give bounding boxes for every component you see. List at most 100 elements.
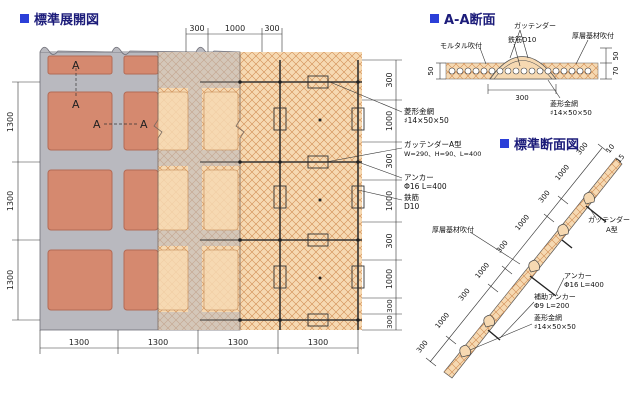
callout-anchor-spec: Φ16 L=400 <box>404 182 447 191</box>
right-dim-label: 1000 <box>385 191 394 211</box>
plan-callouts: 菱形金網 ♯14×50×50 ガッテンダーA型 W=290、H=90、L=400… <box>404 106 481 211</box>
rebar-grid-left <box>200 81 240 321</box>
frame-over-mesh <box>158 52 240 330</box>
right-dim-label: 300 <box>386 315 394 328</box>
aa-labels: ガッテンダー 鉄筋D10 モルタル吹付 厚層基材吹付 菱形金網 ♯14×50×5… <box>427 21 620 117</box>
right-dim-label: 300 <box>385 233 394 248</box>
plan-heading: 標準展開図 <box>20 9 99 28</box>
a-label-right: A <box>140 118 148 131</box>
panel <box>123 169 159 231</box>
aa-right-dim-top: 50 <box>612 52 620 61</box>
top-dimension <box>185 28 283 52</box>
std-anchor-spec: Φ16 L=400 <box>564 281 604 289</box>
slope-leaders <box>469 205 597 351</box>
right-dim-label: 1000 <box>385 269 394 289</box>
callout-mesh-spec: ♯14×50×50 <box>404 116 449 125</box>
std-mesh-spec: ♯14×50×50 <box>534 323 576 331</box>
std-dim: 300 <box>495 239 510 254</box>
top-dim-label: 300 <box>264 24 279 33</box>
right-dim-label: 1000 <box>385 111 394 131</box>
top-dim-label: 300 <box>189 24 204 33</box>
plan-leaders <box>325 81 403 201</box>
right-dimension <box>362 59 402 331</box>
break-line <box>235 52 245 330</box>
bottom-dim-label: 1300 <box>69 338 89 347</box>
a-label-left: A <box>93 118 101 131</box>
slope-dim-line <box>425 143 609 367</box>
std-mesh-label: 菱形金網 <box>534 313 562 322</box>
aa-thick-label: 厚層基材吹付 <box>572 31 614 40</box>
aa-leaders <box>479 29 589 99</box>
plan-view: A A A A 300 1000 300 130 <box>6 24 403 354</box>
rebar-grid <box>240 60 362 330</box>
std-gutter-label: ガッテンダー <box>588 215 630 224</box>
heading-square-icon <box>500 139 509 148</box>
a-label-top: A <box>72 59 80 72</box>
slope-anchors <box>487 205 607 341</box>
std-dim: 1000 <box>514 213 531 232</box>
panels-mesh <box>157 91 239 311</box>
aa-gutter-label: ガッテンダー <box>514 21 556 30</box>
right-dim-label: 300 <box>385 72 394 87</box>
panels <box>47 55 159 311</box>
std-dim: 1000 <box>554 163 571 182</box>
callout-mesh: 菱形金網 <box>404 106 434 116</box>
right-dim-label: 300 <box>385 153 394 168</box>
section-heading: 標準断面図 <box>500 134 579 153</box>
std-dim: 1000 <box>434 311 451 330</box>
aa-rebar-label: 鉄筋D10 <box>508 35 536 44</box>
callout-rebar-spec: D10 <box>404 202 420 211</box>
left-dimension <box>12 81 40 321</box>
callout-anchor: アンカー <box>404 173 434 182</box>
bottom-dim-label: 1300 <box>228 338 248 347</box>
std-dim: 300 <box>575 141 590 156</box>
panel <box>123 55 159 75</box>
a-label-upper: A <box>72 98 80 111</box>
panel <box>47 91 113 151</box>
heading-square-icon <box>430 14 439 23</box>
std-dim: 300 <box>457 287 472 302</box>
callout-rebar: 鉄筋 <box>404 192 419 202</box>
std-section-view <box>425 143 623 379</box>
section-heading-text: 標準断面図 <box>514 138 580 153</box>
panel <box>47 169 113 231</box>
aa-heading-text: A-A断面 <box>444 13 496 28</box>
bottom-dim-label: 1300 <box>148 338 168 347</box>
left-dim-label: 1300 <box>6 191 15 211</box>
std-top-dim-b: 15 <box>615 153 627 165</box>
std-top-dim-a: 10 <box>605 143 617 155</box>
anchor-dots <box>238 80 360 322</box>
callout-gutter: ガッテンダーA型 <box>404 139 462 149</box>
right-dim-label: 300 <box>386 299 394 312</box>
std-dim: 300 <box>415 339 430 354</box>
aa-heading: A-A断面 <box>430 9 496 28</box>
std-thick-label: 厚層基材吹付 <box>432 225 474 234</box>
aa-dims <box>436 47 612 94</box>
aa-width-dim: 300 <box>515 94 528 102</box>
std-dim: 1000 <box>474 261 491 280</box>
aa-right-dim-bottom: 70 <box>612 67 620 76</box>
left-dim-label: 1300 <box>6 112 15 132</box>
plan-top-wave <box>39 46 241 55</box>
std-labels: 厚層基材吹付 ガッテンダー A型 アンカー Φ16 L=400 補助アンカー Φ… <box>415 141 630 354</box>
aa-mesh-spec: ♯14×50×50 <box>550 109 592 117</box>
heading-square-icon <box>20 14 29 23</box>
top-dim-label: 1000 <box>225 24 245 33</box>
panel <box>47 55 113 75</box>
aa-mesh-label: 菱形金網 <box>550 99 578 108</box>
aa-mortar-label: モルタル吹付 <box>440 41 482 50</box>
aa-section-view <box>436 29 612 99</box>
aa-marker <box>75 68 138 125</box>
aa-left-dim: 50 <box>427 67 435 76</box>
bottom-dim-label: 1300 <box>308 338 328 347</box>
left-dim-label: 1300 <box>6 270 15 290</box>
std-aux-anchor-label: 補助アンカー <box>534 292 576 301</box>
bottom-dimension <box>39 330 359 354</box>
aa-rebar-circles <box>448 67 592 75</box>
std-aux-anchor-spec: Φ9 L=200 <box>534 302 569 310</box>
panel <box>47 249 113 311</box>
slope-gutters <box>459 191 595 358</box>
panel <box>123 249 159 311</box>
